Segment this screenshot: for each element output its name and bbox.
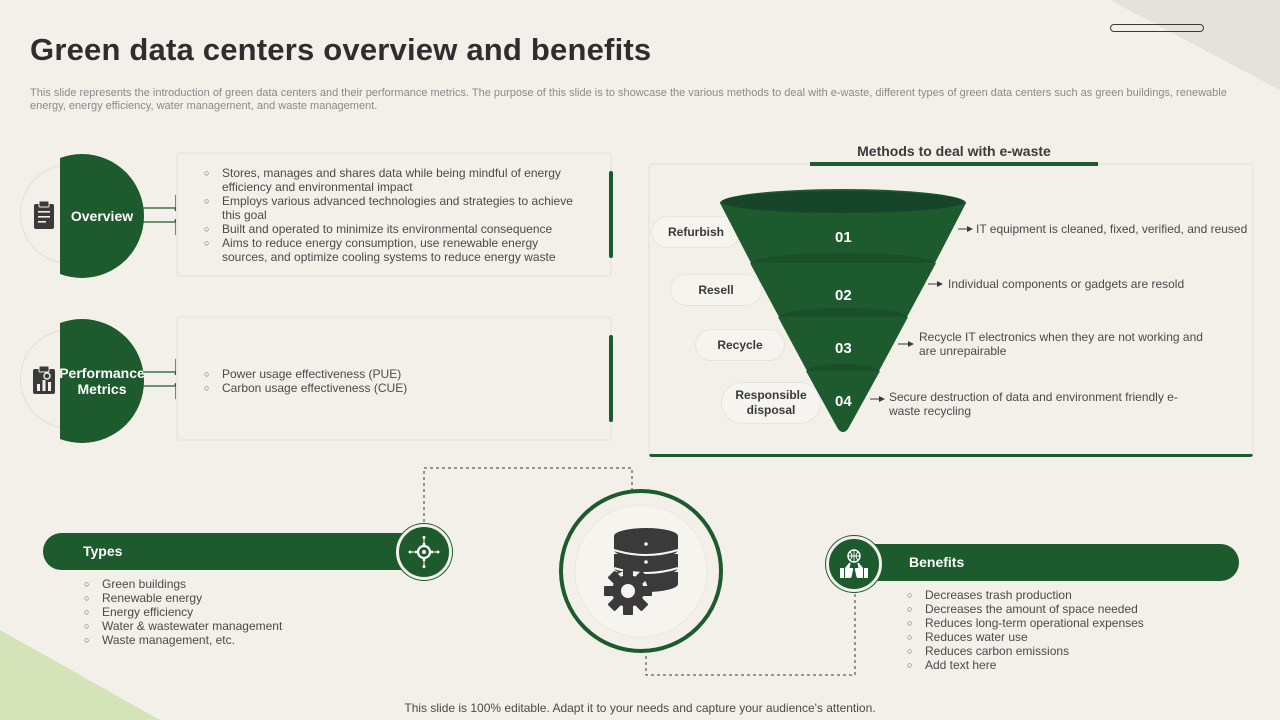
overview-accent-bar: [609, 171, 613, 258]
page-subtitle: This slide represents the introduction o…: [30, 87, 1227, 112]
types-icon-circle: [396, 524, 452, 580]
list-item: Decreases trash production: [907, 588, 1227, 602]
stage-description: Secure destruction of data and environme…: [889, 390, 1178, 418]
thumbs-up-globe-icon: [840, 549, 868, 578]
stage-label-recycle: Recycle: [695, 329, 785, 361]
stage-number: 02: [835, 287, 852, 304]
overview-label: Overview: [70, 208, 134, 224]
stage-description: IT equipment is cleaned, fixed, verified…: [976, 222, 1248, 236]
list-item: Stores, manages and shares data while be…: [204, 166, 574, 194]
performance-accent-bar: [609, 335, 613, 422]
corner-decoration-top-right: [1110, 0, 1280, 90]
overview-bullets: Stores, manages and shares data while be…: [204, 166, 574, 264]
list-item: Built and operated to minimize its envir…: [204, 222, 574, 236]
stage-label-disposal: Responsible disposal: [721, 382, 821, 424]
list-item: Waste management, etc.: [84, 633, 384, 647]
clipboard-icon: [34, 200, 54, 229]
benefits-icon-circle: [826, 536, 882, 592]
performance-bullets: Power usage effectiveness (PUE) Carbon u…: [204, 367, 574, 395]
overview-circle: Overview: [20, 154, 144, 278]
stage-description: Recycle IT electronics when they are not…: [919, 330, 1203, 358]
ewaste-title: Methods to deal with e-waste: [857, 143, 1051, 159]
database-gear-icon: [604, 528, 679, 615]
performance-label: Performance Metrics: [59, 365, 145, 397]
list-item: Reduces water use: [907, 630, 1227, 644]
list-item: Power usage effectiveness (PUE): [204, 367, 574, 381]
page-title: Green data centers overview and benefits: [30, 32, 652, 67]
benefits-label: Benefits: [909, 554, 965, 570]
gear-network-icon: [408, 536, 440, 568]
stage-description: Individual components or gadgets are res…: [948, 277, 1185, 291]
list-item: Aims to reduce energy consumption, use r…: [204, 236, 574, 264]
list-item: Reduces carbon emissions: [907, 644, 1227, 658]
ewaste-title-bar: [810, 162, 1098, 166]
decorative-pill: [1110, 24, 1204, 32]
list-item: Renewable energy: [84, 591, 384, 605]
stage-label-resell: Resell: [670, 274, 762, 306]
footer-note: This slide is 100% editable. Adapt it to…: [404, 701, 876, 715]
overview-panel: Stores, manages and shares data while be…: [176, 152, 612, 277]
list-item: Energy efficiency: [84, 605, 384, 619]
list-item: Employs various advanced technologies an…: [204, 194, 574, 222]
analytics-report-icon: [33, 365, 55, 394]
benefits-bullets: Decreases trash production Decreases the…: [907, 588, 1227, 672]
stage-number: 03: [835, 340, 852, 357]
list-item: Water & wastewater management: [84, 619, 384, 633]
stage-number: 04: [835, 393, 852, 410]
funnel-graphic: [720, 189, 966, 432]
types-header: Types: [43, 533, 423, 570]
list-item: Add text here: [907, 658, 1227, 672]
list-item: Green buildings: [84, 577, 384, 591]
stage-number: 01: [835, 229, 852, 246]
list-item: Decreases the amount of space needed: [907, 602, 1227, 616]
list-item: Reduces long-term operational expenses: [907, 616, 1227, 630]
list-item: Carbon usage effectiveness (CUE): [204, 381, 574, 395]
performance-circle: Performance Metrics: [20, 319, 145, 443]
stage-label-refurbish: Refurbish: [651, 216, 741, 248]
performance-panel: Power usage effectiveness (PUE) Carbon u…: [176, 316, 612, 441]
benefits-header: Benefits: [850, 544, 1239, 581]
types-label: Types: [83, 543, 123, 559]
types-bullets: Green buildings Renewable energy Energy …: [84, 577, 384, 647]
